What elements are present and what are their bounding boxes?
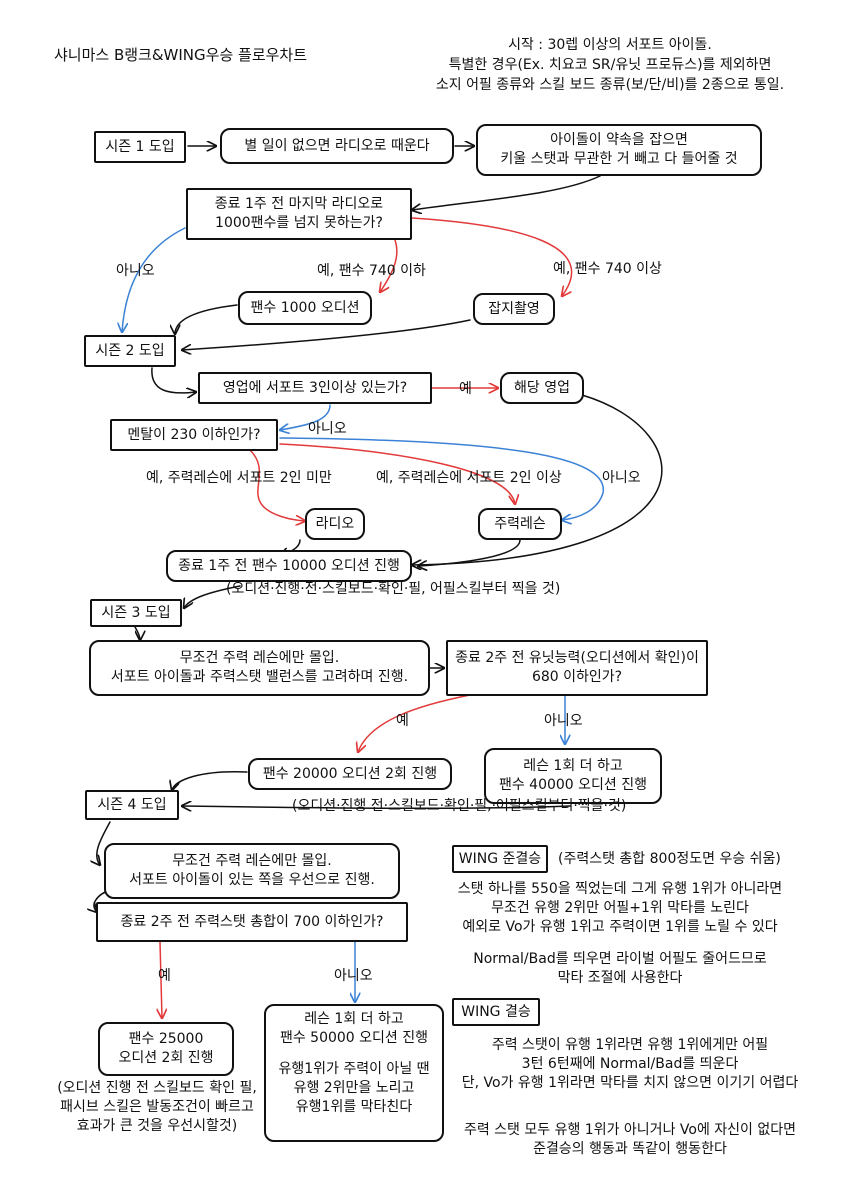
wing-semifinal-label: WING 준결승	[452, 845, 548, 873]
season-3-box: 시즌 3 도입	[90, 599, 182, 627]
fan25000-note-1: (오디션 진행 전 스킬보드 확인 필,	[57, 1080, 257, 1096]
edge-q2-q3	[280, 404, 331, 430]
focus-2-box: 무조건 주력 레슨에만 몰입.서포트 아이돌이 있는 쪽을 우선으로 진행.	[104, 843, 400, 899]
question-5-box: 종료 2주 전 주력스탯 총합이 700 이하인가?	[96, 902, 408, 942]
intro-line-1: 시작 : 30렙 이상의 서포트 아이돌.	[508, 37, 712, 53]
question-3-box: 멘탈이 230 이하인가?	[110, 419, 278, 451]
wing-semifinal-line-2: 무조건 유행 2위만 어필+1위 막타를 노린다	[491, 900, 749, 916]
main-lesson-box: 주력레슨	[478, 508, 562, 540]
label-yes-fan740-above: 예, 팬수 740 이상	[553, 261, 662, 277]
edge-q3-lesson	[279, 443, 515, 504]
label-yes-q4: 예	[396, 713, 409, 729]
edge-q1-fan1000	[380, 239, 398, 292]
wing-semifinal-line-5: Normal/Bad를 띄우면 라이벌 어필도 줄어드므로	[473, 951, 767, 967]
wing-final-line-3: 단, Vo가 유행 1위라면 막타를 치지 않으면 이기기 어렵다	[461, 1075, 799, 1091]
edge-q1-magazine	[411, 217, 573, 296]
edge-q3-radio	[249, 449, 305, 521]
sales-box: 해당 영업	[500, 372, 584, 404]
fan1000-audition-box: 팬수 1000 오디션	[238, 291, 372, 325]
intro-line-2: 특별한 경우(Ex. 치요코 SR/유닛 프로듀스)를 제외하면	[448, 57, 772, 73]
fan25000-note-2: 패시브 스킬은 발동조건이 빠르고	[60, 1099, 254, 1115]
season-2-box: 시즌 2 도입	[84, 335, 176, 367]
edge-q1-s2	[122, 227, 186, 332]
intro-line-3: 소지 어필 종류와 스킬 보드 종류(보/단/비)를 2종으로 통일.	[435, 77, 785, 93]
edge-q4-fan20000	[358, 694, 471, 752]
wing-final-line-1: 주력 스탯이 유행 1위라면 유행 1위에게만 어필	[491, 1037, 769, 1053]
lesson-50000-box: 레슨 1회 더 하고 팬수 50000 오디션 진행 유행1위가 주력이 아닐 …	[264, 1004, 444, 1142]
wing-final-line-5: 주력 스탯 모두 유행 1위가 아니거나 Vo에 자신이 없다면	[463, 1122, 797, 1138]
edge-fan1000-s2	[175, 304, 238, 334]
edge-sales-fan10000	[412, 394, 663, 565]
wing-final-label: WING 결승	[452, 998, 540, 1026]
label-yes-support-ge2: 예, 주력레슨에 서포트 2인 이상	[376, 470, 562, 486]
label-yes-q5: 예	[158, 968, 171, 984]
fan25000-note-3: 효과가 큰 것을 우선시할것)	[76, 1118, 238, 1134]
season-1-box: 시즌 1 도입	[94, 131, 186, 163]
edge-lesson-fan10000	[418, 539, 521, 566]
label-no-q3: 아니오	[602, 470, 641, 486]
edge-s3-focus1	[134, 626, 140, 640]
wing-final-line-6: 준결승의 행동과 똑같이 행동한다	[533, 1141, 727, 1157]
fan20000-audition-box: 팬수 20000 오디션 2회 진행	[248, 758, 452, 790]
edge-q3-lesson-no	[279, 437, 604, 520]
magazine-box: 잡지촬영	[473, 293, 555, 325]
fan10000-audition-box: 종료 1주 전 팬수 10000 오디션 진행	[166, 550, 412, 582]
label-no-q5: 아니오	[334, 968, 373, 984]
radio-box: 라디오	[305, 508, 365, 540]
page-title: 샤니마스 B랭크&WING우승 플로우차트	[54, 46, 308, 64]
label-no-q4: 아니오	[544, 713, 583, 729]
edge-s2-q2	[151, 367, 196, 393]
label-no-q2: 아니오	[308, 421, 347, 437]
label-yes-fan740-below: 예, 팬수 740 이하	[317, 263, 426, 279]
edge-fan10000-s3	[184, 585, 241, 608]
edge-fan20000-s4	[172, 770, 248, 790]
label-yes-support-lt2: 예, 주력레슨에 서포트 2인 미만	[146, 470, 332, 486]
radio-default-box: 별 일이 없으면 라디오로 때운다	[220, 128, 454, 164]
edge-promise-q1	[412, 175, 601, 210]
question-2-box: 영업에 서포트 3인이상 있는가?	[198, 372, 432, 404]
focus-1-box: 무조건 주력 레슨에만 몰입.서포트 아이돌과 주력스탯 밸런스를 고려하며 진…	[89, 640, 430, 696]
label-yes-q2: 예	[459, 381, 472, 397]
wing-semifinal-hint: (주력스탯 총합 800정도면 우승 쉬움)	[558, 851, 781, 867]
label-no-1: 아니오	[116, 263, 155, 279]
wing-semifinal-line-6: 막타 조절에 사용한다	[557, 970, 683, 986]
fan10000-note: (오디션·진행·전·스킬보드·확인·필, 어필스킬부터 찍을 것)	[226, 581, 561, 597]
edge-s4-focus2	[97, 821, 111, 865]
season-4-note: (오디션·진행 전·스킬보드·확인·필,·어필스킬부터·찍을·것)	[292, 798, 627, 814]
wing-final-line-2: 3턴 6턴째에 Normal/Bad를 띄운다	[521, 1056, 739, 1072]
edge-lesson40000-s4	[182, 806, 571, 808]
season-4-box: 시즌 4 도입	[85, 790, 179, 820]
edge-q5-fan25000	[160, 941, 162, 1018]
edge-magazine-s2	[182, 319, 471, 350]
wing-semifinal-line-3: 예외로 Vo가 유행 1위고 주력이면 1위를 노릴 수 있다	[462, 919, 778, 935]
wing-semifinal-line-1: 스탯 하나를 550을 찍었는데 그게 유행 1위가 아니라면	[457, 881, 783, 897]
